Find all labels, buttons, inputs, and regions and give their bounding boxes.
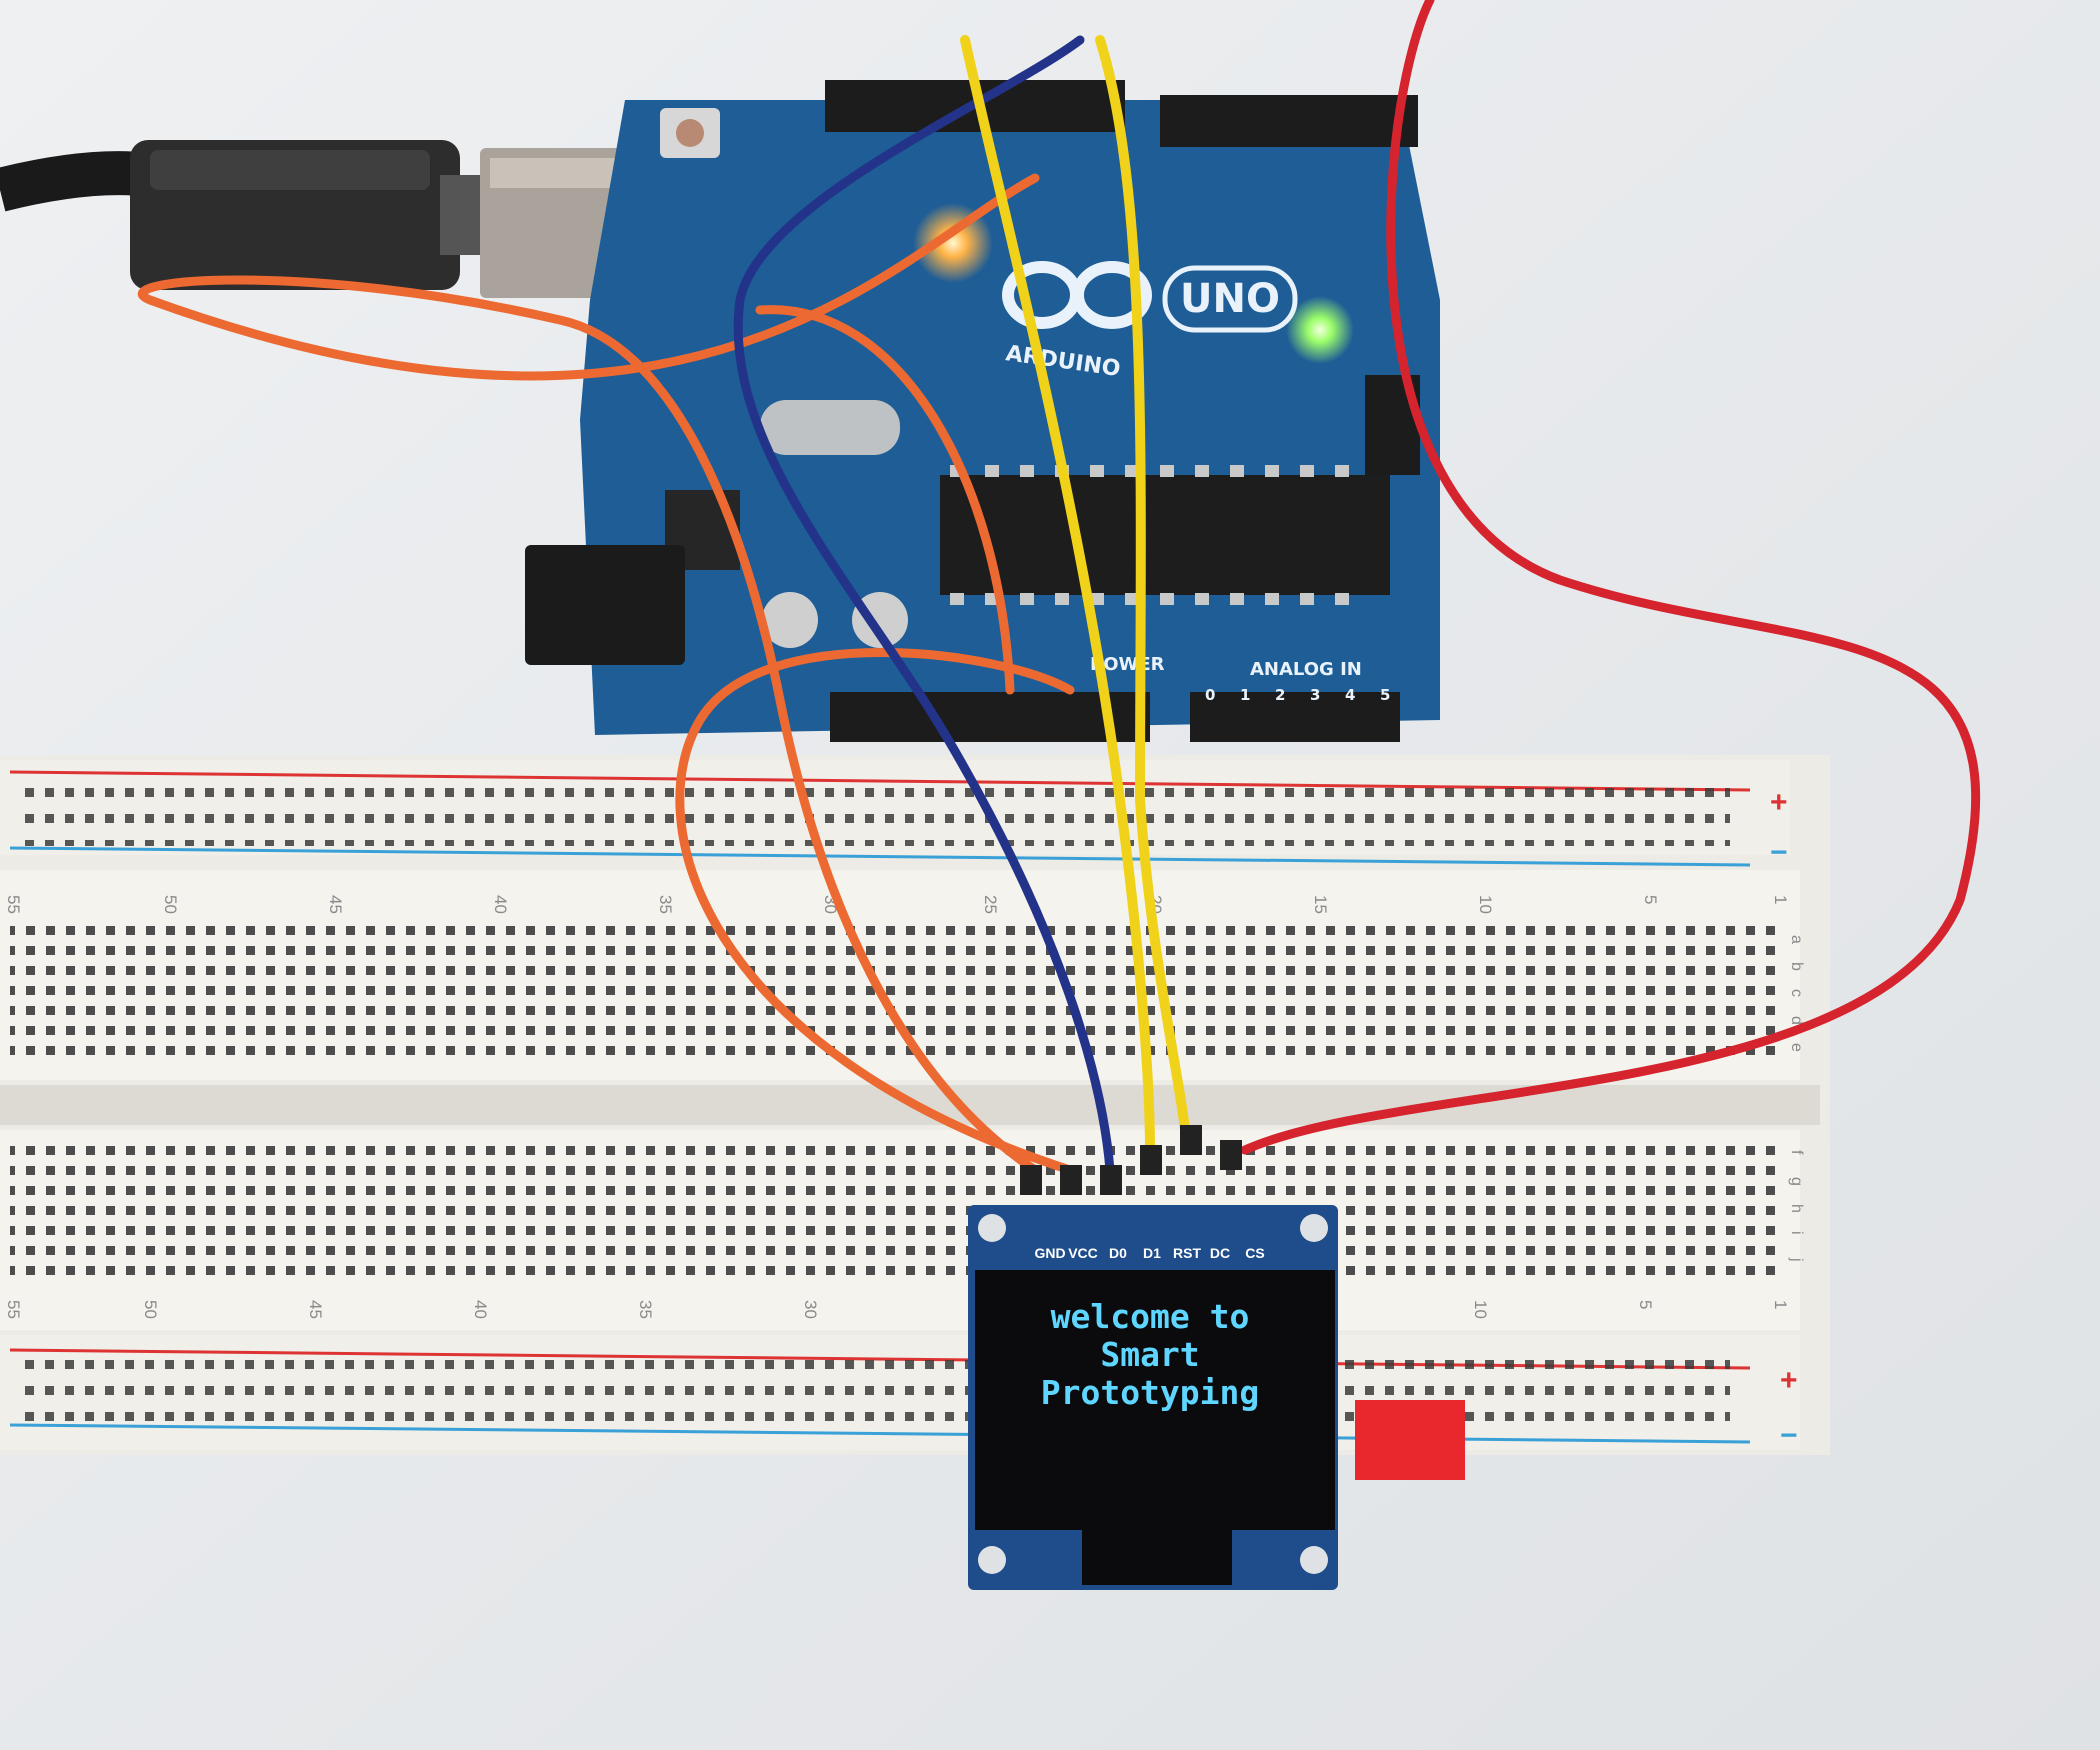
svg-text:3: 3 — [1310, 686, 1320, 704]
svg-text:5: 5 — [1641, 895, 1660, 904]
svg-text:j: j — [1788, 1257, 1805, 1262]
oled-line-2: Smart — [1100, 1335, 1199, 1374]
svg-text:5: 5 — [1380, 686, 1390, 704]
wire-red-cs — [1240, 0, 1981, 1155]
bottom-rail-minus: − — [1780, 1419, 1798, 1452]
svg-text:35: 35 — [656, 895, 675, 914]
wire-orange-top — [755, 305, 1015, 695]
jumper-wires — [138, 0, 1981, 1195]
svg-text:50: 50 — [141, 1300, 160, 1319]
svg-text:f: f — [1788, 1150, 1805, 1155]
svg-text:b: b — [1788, 962, 1805, 971]
power-jack — [525, 545, 685, 665]
oled-module: GND VCC D0 D1 RST DC CS welcome to Smart… — [968, 1205, 1338, 1590]
svg-text:CS: CS — [1245, 1245, 1264, 1261]
svg-text:e: e — [1788, 1043, 1805, 1052]
row-letters-bottom: f g h i j — [1788, 1150, 1805, 1262]
crystal — [760, 400, 900, 455]
wire-yellow-rst — [1095, 35, 1190, 1135]
svg-text:c: c — [1788, 989, 1805, 997]
svg-text:a: a — [1788, 935, 1805, 944]
led-green-glow — [1286, 296, 1354, 364]
bottom-rail-plus: + — [1780, 1364, 1798, 1397]
analog-pin-labels: 0 1 2 3 4 5 — [1205, 686, 1390, 704]
arduino-logo-icon — [1002, 261, 1152, 329]
svg-text:GND: GND — [1034, 1245, 1065, 1261]
top-rail-plus: + — [1770, 786, 1788, 819]
svg-text:D0: D0 — [1109, 1245, 1127, 1261]
wire-blue-d0 — [733, 35, 1115, 1175]
analog-header — [1190, 692, 1400, 742]
svg-text:35: 35 — [636, 1300, 655, 1319]
svg-text:30: 30 — [801, 1300, 820, 1319]
svg-text:25: 25 — [981, 895, 1000, 914]
breadboard: + − + − 55 50 45 40 35 30 25 20 15 10 5 … — [0, 755, 1830, 1480]
svg-text:d: d — [1788, 1016, 1805, 1025]
row-letters-top: a b c d e — [1788, 935, 1805, 1052]
top-column-numbers: 55 50 45 40 35 30 25 20 15 10 5 1 — [4, 895, 1790, 914]
analog-in-label: ANALOG IN — [1250, 659, 1362, 680]
svg-text:1: 1 — [1771, 1300, 1790, 1309]
svg-text:0: 0 — [1205, 686, 1215, 704]
svg-text:45: 45 — [326, 895, 345, 914]
svg-text:VCC: VCC — [1068, 1245, 1098, 1261]
capacitor-left — [762, 592, 818, 648]
svg-text:15: 15 — [1311, 895, 1330, 914]
digital-header-right — [1160, 95, 1418, 147]
svg-text:1: 1 — [1240, 686, 1250, 704]
arduino-board: UNO ARDUINO POWER ANALOG IN 0 1 2 3 4 5 — [525, 80, 1440, 742]
svg-text:1: 1 — [1771, 895, 1790, 904]
svg-text:50: 50 — [161, 895, 180, 914]
oled-line-1: welcome to — [1051, 1297, 1250, 1336]
svg-text:2: 2 — [1275, 686, 1285, 704]
svg-text:DC: DC — [1210, 1245, 1230, 1261]
wire-yellow-d1 — [960, 35, 1155, 1155]
svg-text:55: 55 — [4, 1300, 23, 1319]
svg-text:5: 5 — [1636, 1300, 1655, 1309]
svg-text:i: i — [1788, 1231, 1805, 1235]
atmega-chip — [940, 475, 1390, 595]
svg-text:4: 4 — [1345, 686, 1355, 704]
svg-text:D1: D1 — [1143, 1245, 1161, 1261]
oled-line-3: Prototyping — [1041, 1373, 1260, 1412]
svg-text:45: 45 — [306, 1300, 325, 1319]
uno-badge — [1162, 265, 1298, 333]
svg-text:40: 40 — [471, 1300, 490, 1319]
red-marker — [1355, 1400, 1465, 1480]
wire-orange-gnd — [138, 173, 1040, 1175]
oled-screen — [975, 1270, 1335, 1530]
power-header — [830, 692, 1150, 742]
wire-orange-vcc — [675, 648, 1075, 1175]
led-orange-glow — [913, 203, 993, 283]
uno-logo-text: UNO — [1180, 276, 1280, 322]
svg-text:RST: RST — [1173, 1245, 1201, 1261]
svg-text:10: 10 — [1471, 1300, 1490, 1319]
oled-pin-labels: GND VCC D0 D1 RST DC CS — [1034, 1245, 1264, 1261]
svg-text:55: 55 — [4, 895, 23, 914]
svg-text:40: 40 — [491, 895, 510, 914]
svg-text:g: g — [1788, 1177, 1805, 1186]
power-label: POWER — [1090, 654, 1165, 675]
svg-text:h: h — [1788, 1204, 1805, 1213]
svg-text:10: 10 — [1476, 895, 1495, 914]
top-rail-minus: − — [1770, 836, 1788, 869]
